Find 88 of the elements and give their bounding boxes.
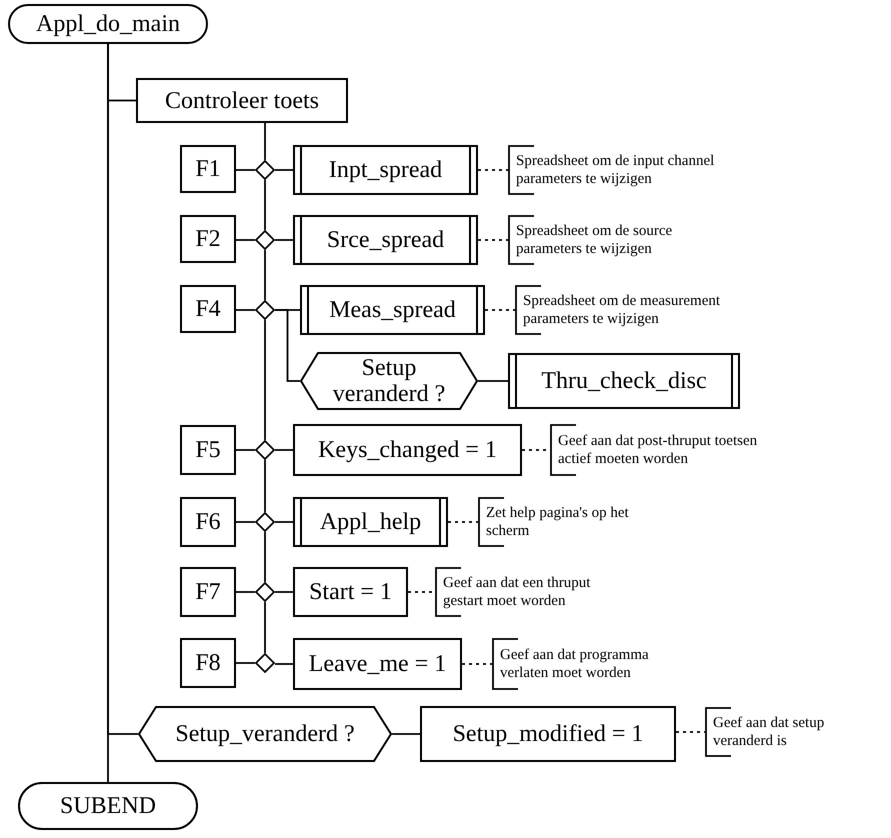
connector-line: [236, 521, 255, 523]
process-box: [180, 215, 236, 263]
process-box: [180, 285, 236, 333]
connector-line: [478, 380, 508, 382]
selection-diamond: [255, 582, 275, 602]
node-text: F1: [195, 155, 221, 184]
connector-line: [275, 521, 293, 523]
selection-diamond: [255, 440, 275, 460]
condition-hexagon: [300, 352, 478, 410]
node-text: Setup_veranderd ?: [175, 721, 355, 747]
connector-line: [236, 591, 255, 593]
connector-line: [275, 169, 293, 171]
connector-line: [264, 123, 266, 160]
connector-line: [264, 320, 266, 440]
process-box: [293, 567, 408, 617]
connector-line: [107, 44, 109, 782]
process-box: [293, 424, 522, 476]
process-box: [180, 567, 236, 617]
connector-line: [275, 239, 293, 241]
connector-line: [236, 169, 255, 171]
process-box: [420, 706, 676, 762]
node-text: Appl_help: [320, 508, 422, 537]
dotted-connector: [478, 239, 508, 241]
connector-line: [275, 309, 300, 382]
node-text: Geef aan dat setup veranderd is: [713, 714, 826, 750]
node-text: F6: [195, 508, 221, 537]
dotted-connector: [408, 591, 435, 593]
connector-line: [392, 733, 420, 735]
node-text: Spreadsheet om de measurement parameters te wijzigen: [523, 292, 722, 328]
connector-line: [275, 663, 293, 665]
connector-line: [236, 309, 255, 311]
connector-line: [236, 662, 255, 664]
subroutine-box: [293, 215, 478, 265]
node-text: Zet help pagina's op het scherm: [486, 504, 630, 540]
dotted-connector: [462, 663, 492, 665]
terminal-box: [18, 782, 198, 830]
node-text: Controleer toets: [165, 86, 319, 116]
subroutine-box: [508, 353, 740, 409]
connector-line: [264, 602, 266, 653]
condition-hexagon: [138, 706, 392, 762]
node-text: F7: [195, 578, 221, 607]
process-box: [180, 425, 236, 475]
node-text: Inpt_spread: [328, 156, 442, 185]
dotted-connector: [485, 309, 515, 311]
subroutine-box: [293, 145, 478, 195]
selection-diamond: [255, 230, 275, 250]
node-text: Spreadsheet om de source parameters te wijzigen: [516, 222, 674, 258]
connector-line: [236, 239, 255, 241]
node-text: F4: [195, 295, 221, 324]
connector-line: [264, 250, 266, 300]
node-text: Setup_modified = 1: [452, 720, 644, 749]
node-text: Geef aan dat post-thruput toetsen actief moeten worden: [558, 432, 758, 468]
dotted-connector: [448, 521, 478, 523]
node-text: F8: [195, 649, 221, 678]
subroutine-box: [300, 285, 485, 335]
selection-diamond: [255, 512, 275, 532]
node-text: Srce_spread: [326, 226, 444, 255]
selection-diamond: [255, 160, 275, 180]
node-text: Setup veranderd ?: [332, 355, 446, 407]
process-box: [180, 497, 236, 547]
process-box: [180, 638, 236, 688]
connector-line: [264, 532, 266, 582]
dotted-connector: [676, 731, 705, 733]
node-text: F5: [195, 436, 221, 465]
selection-diamond: [255, 653, 275, 673]
node-text: Meas_spread: [329, 296, 456, 325]
subroutine-box: [293, 497, 448, 547]
node-text: F2: [195, 225, 221, 254]
node-text: Geef aan dat een thruput gestart moet worden: [443, 574, 592, 610]
connector-line: [275, 591, 293, 593]
node-text: Geef aan dat programma verlaten moet worden: [500, 646, 650, 682]
connector-line: [264, 460, 266, 512]
connector-line: [236, 449, 255, 451]
node-text: Keys_changed = 1: [318, 436, 497, 465]
process-box: [180, 145, 236, 193]
selection-diamond: [255, 300, 275, 320]
node-text: Spreadsheet om de input channel parameters te wijzigen: [516, 152, 716, 188]
node-text: Start = 1: [309, 578, 392, 607]
connector-line: [275, 449, 293, 451]
dotted-connector: [478, 169, 508, 171]
node-text: Thru_check_disc: [541, 367, 707, 396]
connector-line: [264, 180, 266, 230]
process-box: [136, 78, 348, 123]
node-text: Leave_me = 1: [308, 650, 446, 679]
terminal-box: [8, 4, 208, 44]
node-text: Appl_do_main: [36, 10, 180, 39]
process-box: [293, 638, 462, 690]
node-text: SUBEND: [60, 792, 156, 821]
